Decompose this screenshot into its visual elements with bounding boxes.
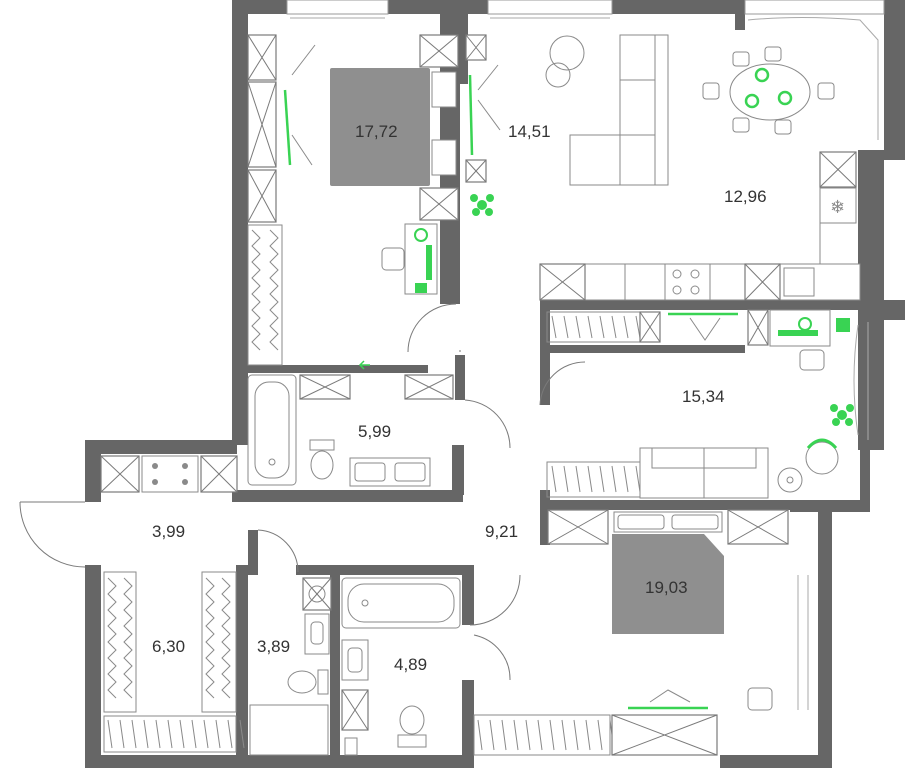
plant-icon	[470, 194, 494, 216]
bathroom-2: 4,89	[341, 577, 461, 756]
snowflake-icon: ❄	[830, 197, 845, 218]
living-kitchen: ❄ 14,51 12,96	[465, 34, 861, 301]
bedroom-1: 17,72	[247, 34, 459, 366]
walls	[85, 0, 905, 768]
room-area-bedroom-3: 19,03	[645, 578, 688, 597]
room-area-bedroom-1: 17,72	[355, 122, 398, 141]
room-area-bathroom-2: 4,89	[394, 655, 427, 674]
hall: 9,21	[257, 303, 586, 681]
room-area-wc: 3,89	[257, 637, 290, 656]
room-area-bedroom-2: 15,34	[682, 387, 725, 406]
room-area-kitchen: 12,96	[724, 187, 767, 206]
wc: 3,89	[249, 577, 332, 756]
room-area-living: 14,51	[508, 122, 551, 141]
entry-wardrobe: 3,99 6,30	[19, 455, 293, 753]
bedroom-3: 19,03	[473, 509, 789, 756]
room-area-bathroom-1: 5,99	[358, 422, 391, 441]
windows	[286, 0, 885, 710]
room-area-entry: 3,99	[152, 522, 185, 541]
bathroom-1: 5,99	[247, 374, 454, 487]
bedroom-2: 15,34	[546, 309, 854, 499]
plant-icon	[830, 404, 854, 426]
room-area-wardrobe: 6,30	[152, 637, 185, 656]
room-area-hall: 9,21	[485, 522, 518, 541]
